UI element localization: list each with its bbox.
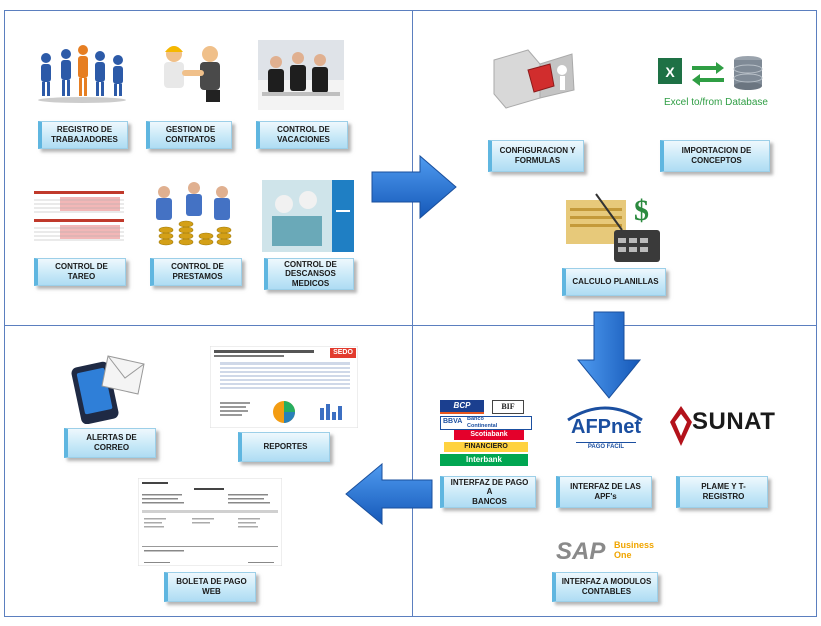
afpnet-swoosh-icon: [567, 406, 643, 422]
puzzle-configuration-icon: [493, 49, 575, 109]
calculo-planillas-box: CALCULO PLANILLAS: [562, 268, 666, 296]
svg-text:X: X: [665, 64, 675, 80]
arrow-down-icon: [576, 311, 642, 399]
interbank-logo: Interbank: [440, 454, 528, 466]
alertas-correo-box: ALERTAS DE CORREO: [64, 428, 156, 458]
control-descansos-medicos-box: CONTROL DE DESCANSOS MEDICOS: [264, 258, 354, 290]
frame-vertical-divider: [412, 10, 413, 617]
workers-people-icon: [38, 45, 126, 103]
importacion-conceptos-box: IMPORTACION DE CONCEPTOS: [660, 140, 770, 172]
afpnet-logo: AFPnet PAGO FACIL: [562, 402, 648, 460]
tareo-spreadsheet-image: [30, 185, 128, 251]
email-phone-icon: [71, 355, 145, 424]
reportes-box: REPORTES: [238, 432, 330, 462]
boleta-pago-web-box: BOLETA DE PAGO WEB: [164, 572, 256, 602]
frame-right: [816, 10, 817, 617]
medical-leave-photo: [262, 180, 354, 252]
handshake-contract-icon: [164, 46, 220, 102]
vacation-meeting-photo: [258, 40, 344, 110]
plame-tregistro-box: PLAME Y T- REGISTRO: [676, 476, 768, 508]
control-prestamos-box: CONTROL DE PRESTAMOS: [150, 258, 242, 286]
bcp-logo: BCP: [440, 400, 484, 414]
sunat-label: SUNAT: [692, 408, 776, 435]
continental-label: Banco Continental: [467, 416, 498, 429]
bbva-continental-logo: BBVA Banco Continental: [440, 416, 532, 430]
sap-label: SAP: [556, 538, 606, 565]
business-one-label: Business One: [614, 540, 655, 560]
arrow-right-icon: [371, 154, 457, 220]
configuracion-formulas-box: CONFIGURACION Y FORMULAS: [488, 140, 584, 172]
frame-bottom: [4, 616, 817, 617]
efficiency-report-image: [210, 346, 358, 428]
sap-business-one-logo: SAP Business One: [556, 538, 656, 568]
payslip-document-image: [138, 478, 282, 566]
control-vacaciones-box: CONTROL DE VACACIONES: [256, 121, 348, 149]
frame-left: [4, 10, 5, 617]
frame-top: [4, 10, 817, 11]
sedo-logo: SEDO: [330, 348, 356, 358]
svg-text:$: $: [634, 194, 649, 227]
bif-logo: BIF: [492, 400, 524, 414]
afpnet-label: AFPnet: [571, 416, 641, 438]
excel-database-icon: X: [658, 56, 763, 90]
pago-facil-label: PAGO FACIL: [576, 442, 636, 450]
excel-database-caption: Excel to/from Database: [664, 97, 768, 108]
interfaz-modulos-contables-box: INTERFAZ A MODULOS CONTABLES: [552, 572, 658, 602]
scotiabank-logo: Scotiabank: [454, 430, 524, 440]
control-tareo-box: CONTROL DE TAREO: [34, 258, 126, 286]
financiero-logo: FINANCIERO: [444, 442, 528, 452]
interfaz-pago-bancos-box: INTERFAZ DE PAGO A BANCOS: [440, 476, 536, 508]
interfaz-apfs-box: INTERFAZ DE LAS APF's: [556, 476, 652, 508]
loan-coins-people-photo: [156, 182, 232, 246]
sunat-logo: SUNAT: [670, 402, 776, 456]
sunat-emblem-icon: [670, 406, 692, 446]
arrow-left-icon: [345, 462, 433, 526]
bbva-label: BBVA: [443, 418, 463, 425]
registro-trabajadores-box: REGISTRO DE TRABAJADORES: [38, 121, 128, 149]
bank-logos: BCP BIF BBVA Banco Continental Scotiaban…: [440, 400, 532, 468]
payroll-calculation-photo: $: [566, 193, 660, 262]
gestion-contratos-box: GESTION DE CONTRATOS: [146, 121, 232, 149]
frame-horizontal-divider: [4, 325, 817, 326]
